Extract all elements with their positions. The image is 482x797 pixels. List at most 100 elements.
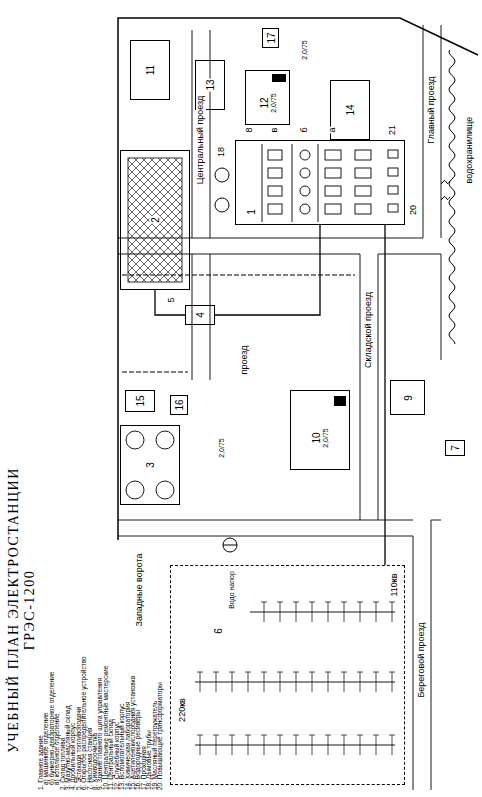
gatehouse: 17	[262, 28, 279, 48]
chimney-size: 2,0/75	[218, 437, 226, 458]
box-text: 7	[450, 444, 461, 452]
road	[360, 254, 361, 520]
reservoir-shore	[441, 50, 455, 344]
boiler-unit	[325, 186, 341, 196]
callout-number: 16	[174, 398, 185, 411]
switchyard-cell	[216, 735, 217, 755]
voltage-label: 220кв	[178, 697, 188, 723]
tank	[126, 431, 174, 499]
switchyard-cell	[200, 672, 201, 692]
switchyard-cell	[200, 735, 201, 755]
callout-number: 20	[409, 204, 419, 216]
boiler-unit	[355, 186, 371, 196]
switchyard-cell	[261, 602, 267, 603]
callout-number: 11	[145, 64, 156, 76]
road-name: Главный проезд	[427, 75, 437, 144]
callout-number: 4	[195, 311, 206, 319]
reservoir-shore	[441, 181, 450, 184]
callout-number: 21	[388, 124, 398, 136]
road-name: Береговой проезд	[417, 621, 427, 698]
switchyard-cell	[325, 672, 331, 673]
box-text: 9	[402, 394, 413, 402]
switchyard-cell	[344, 602, 345, 622]
reservoir-name: водохранилище	[465, 116, 475, 185]
chimney	[215, 168, 229, 182]
boiler-unit	[292, 144, 293, 222]
switchyard-cell	[264, 602, 265, 622]
conveyor-line	[215, 225, 320, 315]
road	[431, 520, 441, 521]
switchyard-cell	[245, 672, 251, 673]
callout-number: б	[300, 126, 310, 133]
switchyard-cell	[280, 672, 281, 692]
switchyard-cell	[232, 735, 233, 755]
callout-number: 15	[135, 394, 146, 407]
switchyard-bus	[195, 682, 395, 683]
switchyard-cell	[357, 672, 363, 673]
switchyard-cell	[392, 735, 393, 755]
callout-number: 10	[311, 431, 322, 444]
switchyard-cell	[376, 602, 377, 622]
box-text: 3	[145, 461, 156, 469]
switchyard: 6	[170, 565, 405, 785]
switchyard-cell	[245, 735, 251, 736]
switchyard-cell	[325, 735, 331, 736]
reservoir-shore	[441, 197, 450, 200]
road	[378, 254, 441, 255]
box-text: 13	[205, 78, 216, 91]
legend-line: 20. Повышающие трансформаторы	[157, 430, 162, 790]
switchyard-cell	[232, 672, 233, 692]
switchyard-cell	[264, 735, 265, 755]
coal-store-hatching	[128, 158, 182, 282]
water-tower	[223, 538, 237, 552]
callout-number: 14	[345, 103, 356, 116]
switchyard-cell	[296, 672, 297, 692]
boiler-unit	[300, 150, 310, 160]
switchyard-cell	[296, 735, 297, 755]
voltage-label: 110кв	[390, 572, 400, 597]
callout-number: 17	[265, 31, 276, 44]
switchyard-cell	[328, 672, 329, 692]
road	[413, 536, 414, 790]
switchyard-cell	[312, 672, 313, 692]
callout-number: 13	[205, 78, 216, 91]
switchyard-cell	[309, 602, 315, 603]
switchyard-cell	[312, 602, 313, 622]
chimney	[215, 168, 229, 212]
switchyard-bus	[195, 745, 395, 746]
main-building: 1	[235, 140, 405, 225]
switchyard-cell	[360, 672, 361, 692]
boiler-unit	[262, 144, 263, 222]
switchyard-bus	[195, 612, 395, 745]
tank	[156, 431, 174, 449]
acetylene-plant: 15	[125, 390, 155, 412]
callout-number: 8	[245, 126, 255, 133]
switchyard-cell	[293, 735, 299, 736]
oil-store: 3	[120, 425, 180, 505]
callout-number: 6	[212, 628, 223, 636]
callout-number: 3	[145, 461, 156, 469]
switchyard-cell	[357, 735, 363, 736]
callout-number: 12	[258, 96, 269, 109]
switchyard-cell	[293, 672, 299, 673]
boiler-unit	[300, 168, 310, 178]
box-text: 2	[150, 216, 161, 224]
gate-name: Западные ворота	[135, 552, 145, 627]
legend-line: в) котельное отделение	[54, 430, 59, 790]
road	[441, 254, 442, 360]
box-text: 1	[246, 208, 257, 216]
switchyard-cell	[213, 672, 219, 673]
boiler-unit	[300, 186, 310, 196]
switchyard-cell	[344, 672, 345, 692]
switchyard-cell	[360, 602, 361, 622]
switchyard-cell	[312, 735, 313, 755]
road	[441, 25, 442, 238]
switchyard-cell	[277, 602, 283, 603]
coal-store-hatching	[128, 158, 182, 282]
switchyard-cell	[293, 602, 299, 603]
road	[192, 30, 193, 238]
switchyard-cell	[280, 602, 281, 622]
box-text: 122,0/75	[258, 92, 277, 113]
conveyor-line	[155, 290, 185, 315]
crusher-building: 4	[185, 305, 215, 325]
